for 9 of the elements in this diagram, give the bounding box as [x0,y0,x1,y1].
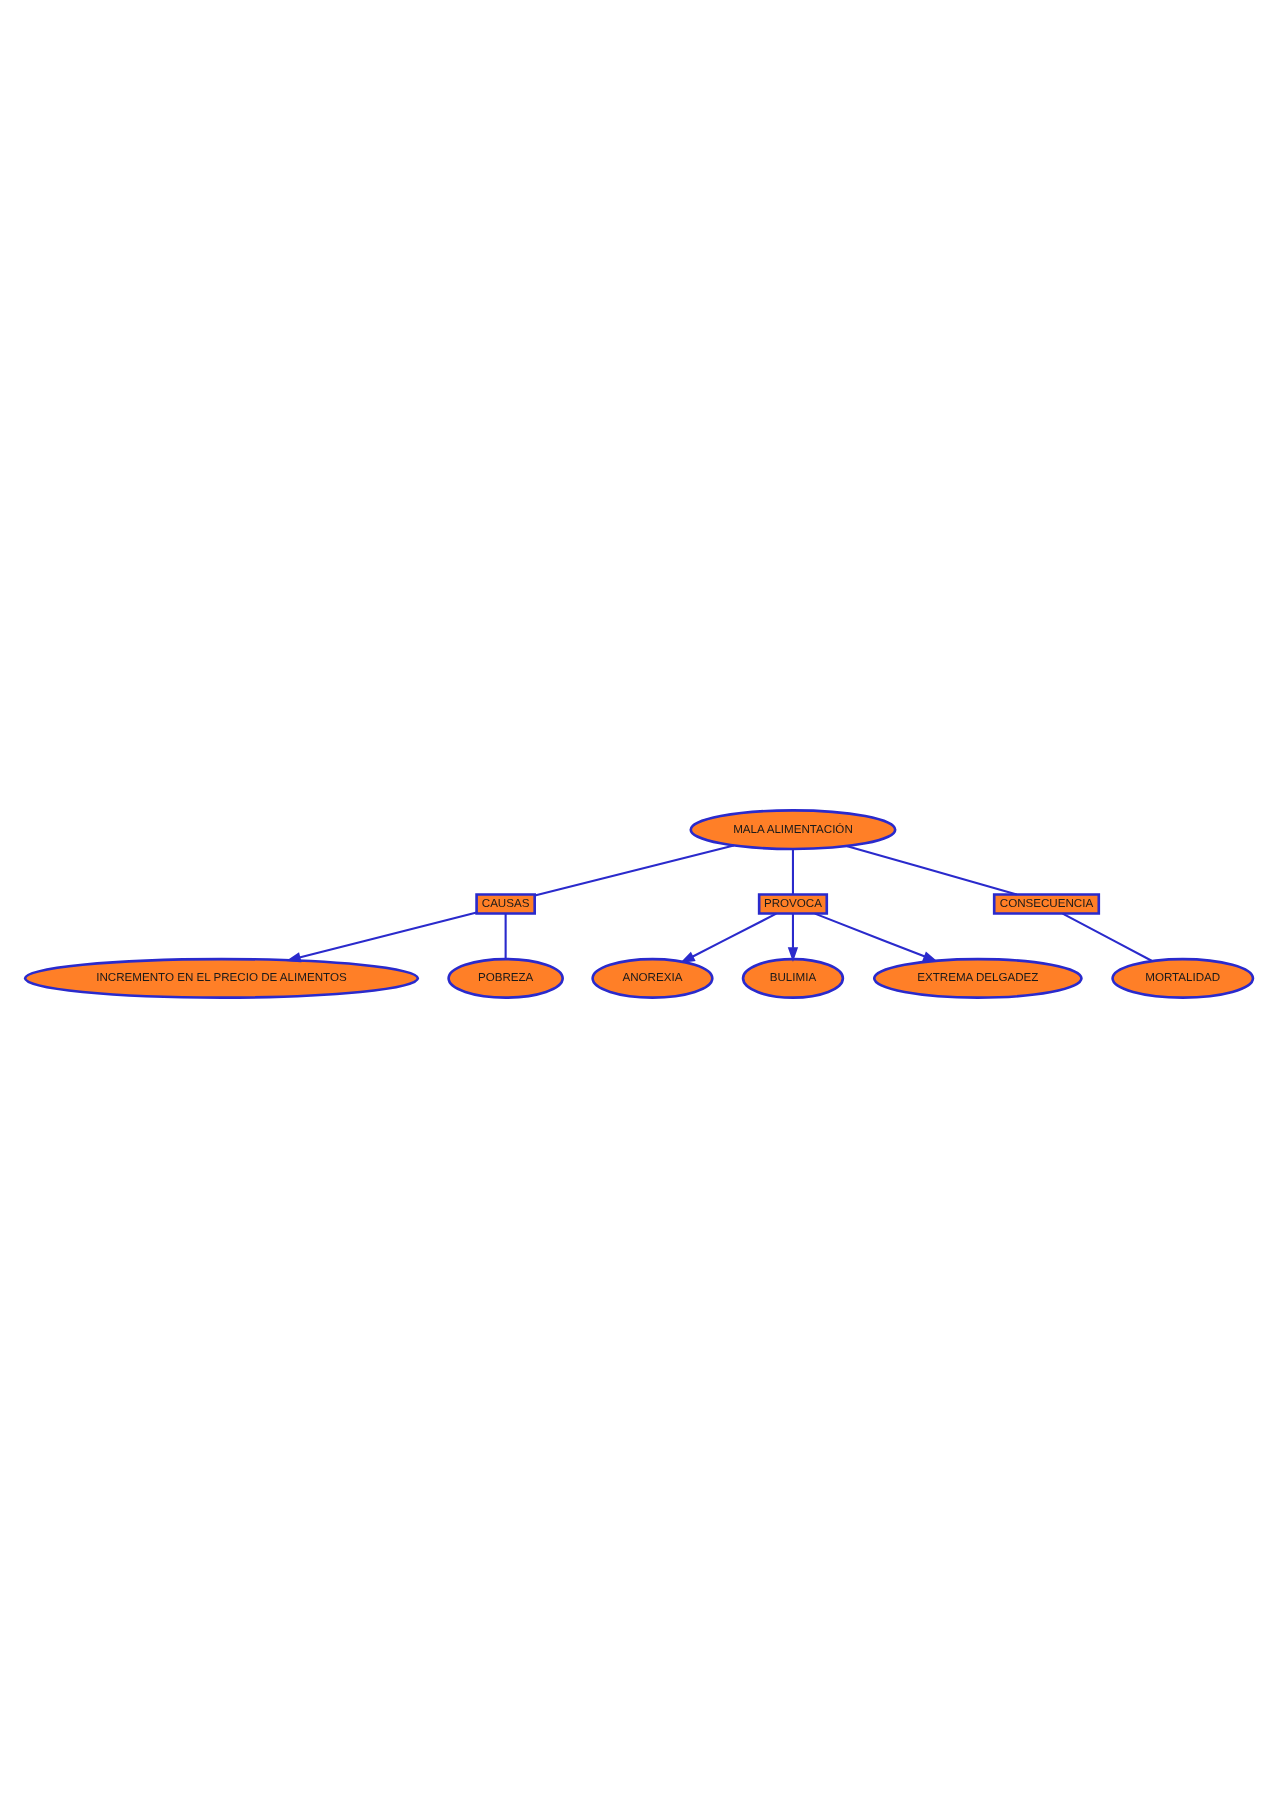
arrow [786,912,798,961]
arrow [284,910,476,962]
connector [1061,911,1152,961]
connector [846,844,1016,895]
arrow [813,911,937,961]
connector [790,848,794,894]
connector [503,912,506,958]
connector [533,843,734,896]
arrow [679,911,776,963]
